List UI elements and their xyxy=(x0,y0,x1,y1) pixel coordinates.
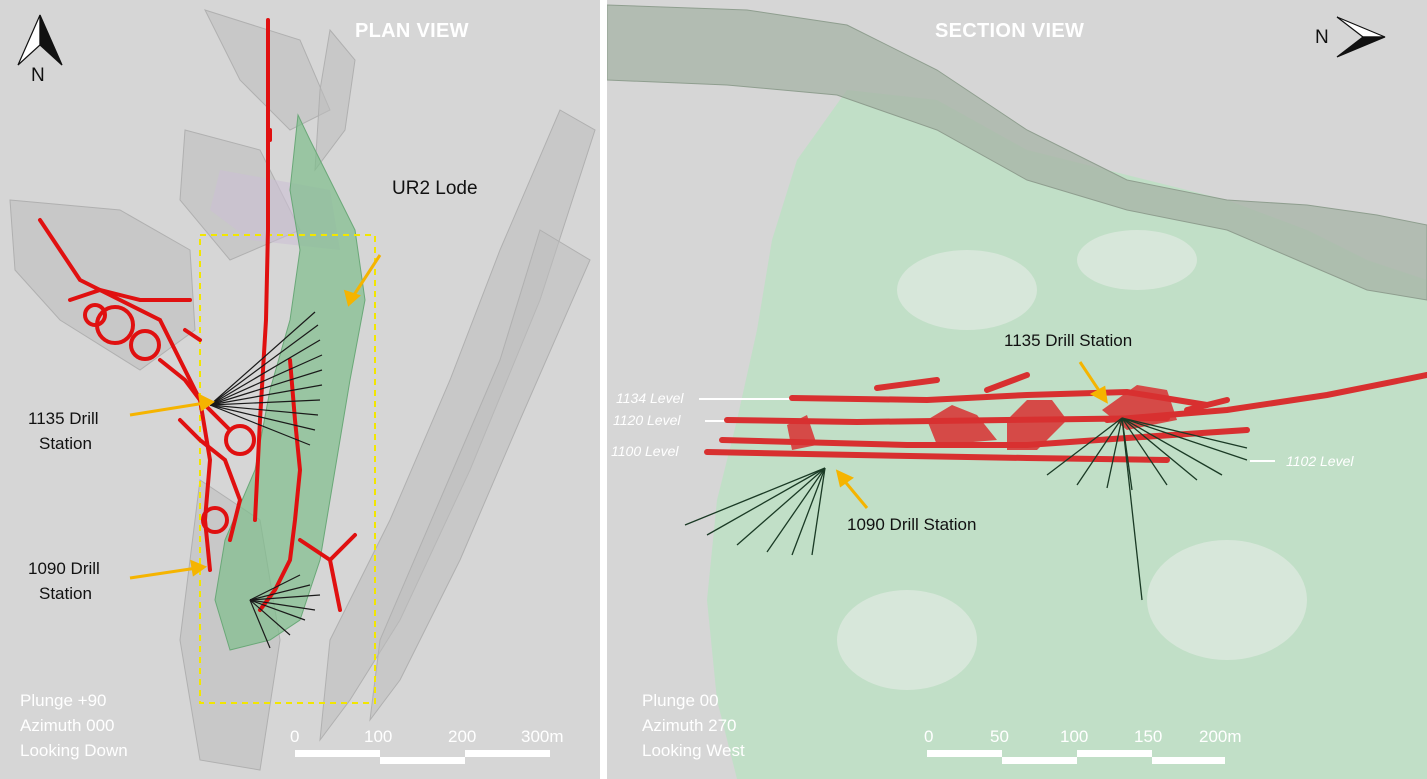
plan-scale-tick: 0 xyxy=(290,727,300,746)
section-drillholes-1135 xyxy=(1046,417,1248,601)
plan-plunge: Plunge +90 xyxy=(20,691,107,710)
drill-1090-label-line2: Station xyxy=(39,584,92,603)
plan-view-panel: PLAN VIEW N UR2 Lode 1135 Drill Station … xyxy=(0,0,600,779)
level-lines xyxy=(699,398,1275,462)
section-drill-1090-label: 1090 Drill Station xyxy=(847,515,977,534)
plan-scale-tick: 300m xyxy=(521,727,564,746)
drill-1135-label-line2: Station xyxy=(39,434,92,453)
callout-arrows xyxy=(129,254,382,580)
surface-band xyxy=(607,4,1427,301)
drill-1090-label-line1: 1090 Drill xyxy=(28,559,100,578)
drill-1135-label-line1: 1135 Drill xyxy=(28,409,99,428)
section-scale-tick: 100 xyxy=(1060,727,1089,746)
area-box xyxy=(199,234,376,704)
ur2-lode-section xyxy=(707,90,1427,779)
level-1134-label: 1134 Level xyxy=(616,390,684,406)
plan-azimuth: Azimuth 000 xyxy=(20,716,115,735)
plan-view-scene xyxy=(9,9,596,771)
plan-scale-tick: 200 xyxy=(448,727,477,746)
section-scale-tick: 150 xyxy=(1134,727,1163,746)
section-looking: Looking West xyxy=(642,741,745,760)
section-north-arrow-icon xyxy=(1336,16,1386,58)
plan-view-title: PLAN VIEW xyxy=(355,20,469,42)
section-north-label: N xyxy=(1315,27,1329,48)
level-1120-label: 1120 Level xyxy=(613,412,681,428)
section-plunge: Plunge 00 xyxy=(642,691,719,710)
ur2-lode-label: UR2 Lode xyxy=(392,178,478,199)
section-view-scene xyxy=(607,4,1427,779)
drillhole-fan-1135 xyxy=(209,311,323,446)
plan-looking: Looking Down xyxy=(20,741,128,760)
plan-workings xyxy=(38,18,357,612)
drillhole-fan-1090 xyxy=(249,574,321,649)
lode-highlights xyxy=(837,230,1307,690)
level-1102-label: 1102 Level xyxy=(1286,453,1354,469)
section-stopes xyxy=(787,385,1177,450)
section-scale-tick: 50 xyxy=(990,727,1009,746)
section-scale-bar xyxy=(927,750,1225,764)
north-label: N xyxy=(31,65,45,86)
section-view-title: SECTION VIEW xyxy=(935,20,1085,42)
north-arrow-icon xyxy=(17,14,63,66)
section-scale-tick: 200m xyxy=(1199,727,1242,746)
plan-scale-tick: 100 xyxy=(364,727,393,746)
section-scale-tick: 0 xyxy=(924,727,934,746)
section-view-panel: SECTION VIEW N 1135 Drill Station 1090 D… xyxy=(607,0,1427,779)
panel-divider xyxy=(600,0,607,779)
plan-scale-bar xyxy=(295,750,550,764)
level-1100-label: 1100 Level xyxy=(611,443,679,459)
section-drillholes-1090 xyxy=(684,467,826,556)
section-callout-arrows xyxy=(835,361,1108,509)
section-azimuth: Azimuth 270 xyxy=(642,716,737,735)
section-drill-1135-label: 1135 Drill Station xyxy=(1004,331,1133,350)
